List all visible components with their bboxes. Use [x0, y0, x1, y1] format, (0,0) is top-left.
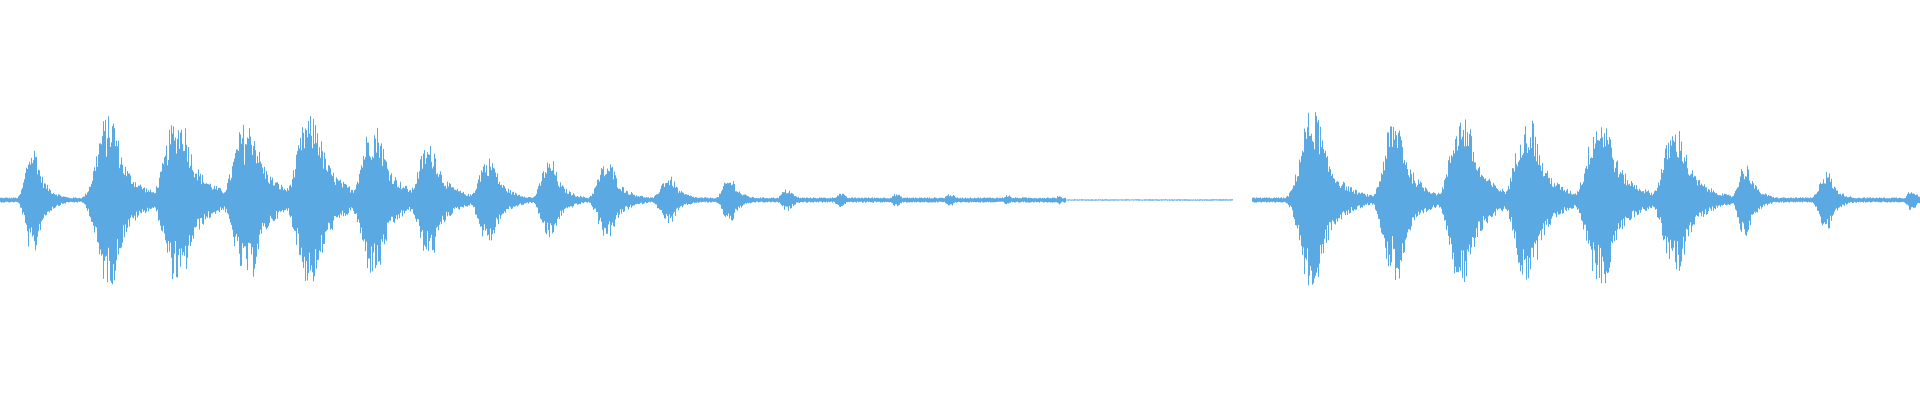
- waveform-bars: [0, 112, 1920, 286]
- waveform-path: [0, 112, 1920, 286]
